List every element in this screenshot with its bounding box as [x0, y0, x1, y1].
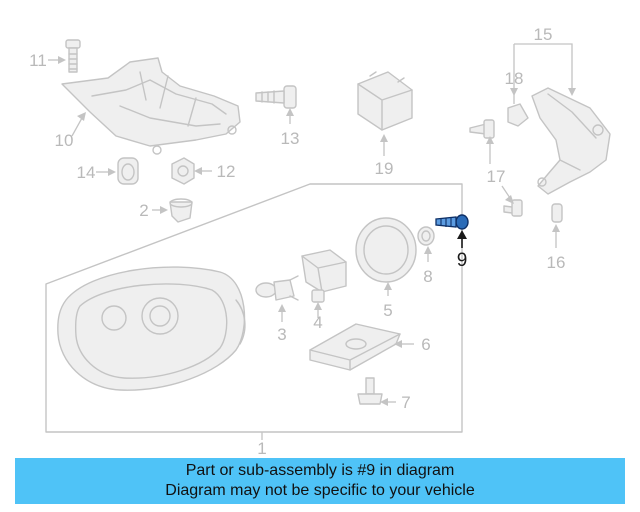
callout-11: 11: [29, 51, 47, 70]
callout-19: 19: [375, 159, 394, 178]
banner-line-1: Part or sub-assembly is #9 in diagram: [185, 462, 455, 479]
callout-12: 12: [217, 162, 236, 181]
part-1-headlamp: [45, 183, 463, 433]
part-12-nut: [171, 157, 195, 185]
info-banner: Part or sub-assembly is #9 in diagram Di…: [15, 458, 625, 504]
callout-17: 17: [487, 167, 506, 186]
part-6-unit: [309, 323, 401, 371]
callout-9: 9: [457, 250, 468, 271]
callout-labels: 1 2 3 4 5 6 7 8 9 10 11 12 13 14 15 16 1…: [29, 25, 565, 458]
part-19-module: [357, 71, 413, 131]
callout-1: 1: [257, 439, 266, 458]
part-7-screw: [357, 377, 383, 405]
callout-2: 2: [139, 201, 148, 220]
callout-4: 4: [313, 313, 322, 332]
callout-7: 7: [401, 393, 410, 412]
callout-18: 18: [505, 69, 524, 88]
part-14-grommet: [117, 157, 139, 185]
part-10-bracket: [61, 57, 241, 155]
callout-5: 5: [383, 301, 392, 320]
callout-10: 10: [55, 131, 74, 150]
part-2-cap: [169, 198, 193, 223]
callout-3: 3: [277, 325, 286, 344]
part-5-cover: [355, 217, 417, 283]
callout-15: 15: [534, 25, 553, 44]
leader-lines: [48, 43, 576, 440]
part-13-bolt: [255, 85, 297, 109]
part-4-holder: [301, 249, 347, 303]
part-9-screw: [435, 214, 469, 230]
part-15-bracket-assembly: [469, 87, 611, 223]
callout-13: 13: [281, 129, 300, 148]
part-8-seal: [417, 226, 435, 246]
banner-line-2: Diagram may not be specific to your vehi…: [165, 482, 475, 499]
callout-14: 14: [77, 163, 96, 182]
callout-6: 6: [421, 335, 430, 354]
part-3-bulb: [255, 275, 299, 301]
part-11-screw: [65, 39, 81, 73]
callout-8: 8: [423, 267, 432, 286]
callout-16: 16: [547, 253, 566, 272]
